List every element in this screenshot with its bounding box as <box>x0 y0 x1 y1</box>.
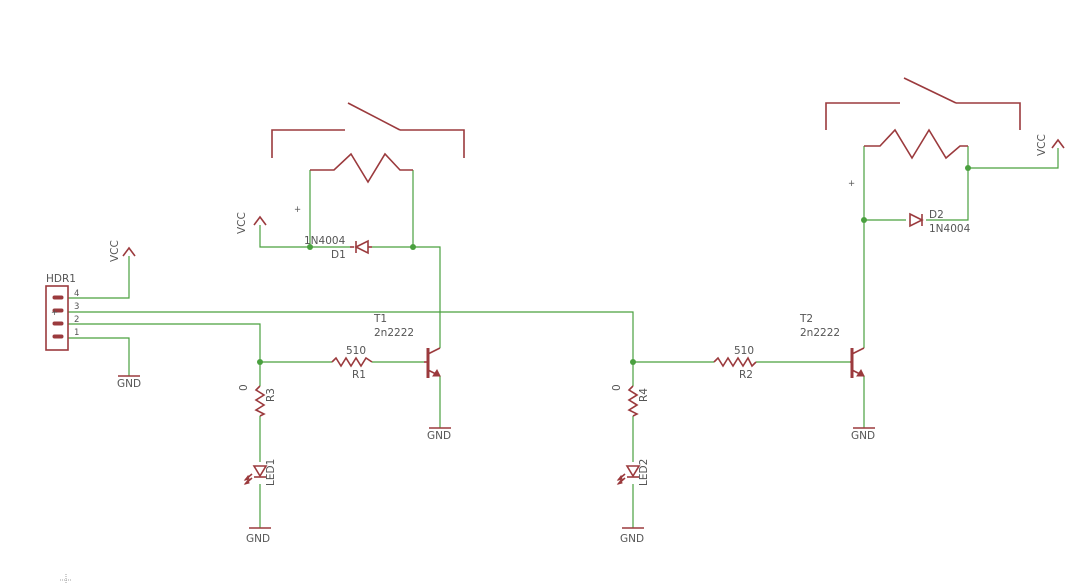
header-pin-4: 4 <box>74 289 79 299</box>
gnd-symbol-led1: GND <box>246 527 271 545</box>
relay-1: + <box>271 102 465 215</box>
gnd-label: GND <box>246 533 270 545</box>
vcc-symbol-ch1: VCC <box>236 212 267 234</box>
resistor-r1: 510 R1 <box>331 345 373 381</box>
resistor-r3: 0 R3 <box>238 384 277 417</box>
origin-marker <box>60 574 72 584</box>
header-pin-2: 2 <box>74 315 79 325</box>
transistor-t1: T1 2n2222 <box>373 313 441 378</box>
resistor-r4-value: 0 <box>611 384 623 391</box>
vcc-label: VCC <box>1036 134 1048 156</box>
diode-d1-value: 1N4004 <box>304 235 346 247</box>
resistor-r1-value: 510 <box>346 345 366 357</box>
transistor-t2-name: T2 <box>799 313 813 325</box>
resistor-r3-value: 0 <box>238 384 250 391</box>
transistor-t1-name: T1 <box>373 313 387 325</box>
led-2-name: LED2 <box>638 459 650 486</box>
relay-1-coil-polarity: + <box>294 205 301 215</box>
resistor-r4-name: R4 <box>638 388 650 402</box>
junction-dot <box>861 217 867 223</box>
led-1: LED1 <box>243 459 277 486</box>
junctions <box>257 165 971 365</box>
diode-d1: 1N4004 D1 <box>304 235 372 261</box>
gnd-symbol-t2: GND <box>851 427 875 442</box>
transistor-t2-value: 2n2222 <box>800 327 840 339</box>
diode-d2-value: 1N4004 <box>929 223 971 235</box>
gnd-symbol-t1: GND <box>427 427 451 442</box>
vcc-symbol-ch2: VCC <box>1036 134 1065 156</box>
resistor-r1-name: R1 <box>352 369 366 381</box>
relay-2-coil-polarity: + <box>848 179 855 189</box>
resistor-r3-name: R3 <box>265 388 277 402</box>
relay-2: + <box>825 77 1021 189</box>
junction-dot <box>307 244 313 250</box>
gnd-symbol-led2: GND <box>620 527 644 545</box>
header-body <box>45 285 69 351</box>
resistor-r2-name: R2 <box>739 369 753 381</box>
junction-dot <box>410 244 416 250</box>
led-2: LED2 <box>616 459 650 486</box>
header-pin-1: 1 <box>74 328 79 338</box>
gnd-symbol-header: GND <box>117 375 141 390</box>
vcc-symbol-header: VCC <box>109 240 136 262</box>
header-pin-3: 3 <box>74 302 79 312</box>
junction-dot <box>965 165 971 171</box>
header-plus-mark: + <box>51 308 58 318</box>
resistor-r2-value: 510 <box>734 345 754 357</box>
gnd-label: GND <box>620 533 644 545</box>
diode-d2-name: D2 <box>929 209 944 221</box>
resistor-r2: 510 R2 <box>713 345 757 381</box>
transistor-t1-value: 2n2222 <box>374 327 414 339</box>
gnd-label: GND <box>117 378 141 390</box>
junction-dot <box>630 359 636 365</box>
header-hdr1: + HDR1 4 3 2 1 <box>45 273 79 351</box>
wires <box>68 146 1059 528</box>
vcc-label: VCC <box>109 240 121 262</box>
diode-d1-name: D1 <box>331 249 346 261</box>
vcc-label: VCC <box>236 212 248 234</box>
led-1-name: LED1 <box>265 459 277 486</box>
transistor-t2: T2 2n2222 <box>799 313 865 378</box>
header-name: HDR1 <box>46 273 76 285</box>
gnd-label: GND <box>427 430 451 442</box>
resistor-r4: 0 R4 <box>611 384 650 417</box>
junction-dot <box>257 359 263 365</box>
diode-d2: D2 1N4004 <box>909 209 971 235</box>
gnd-label: GND <box>851 430 875 442</box>
